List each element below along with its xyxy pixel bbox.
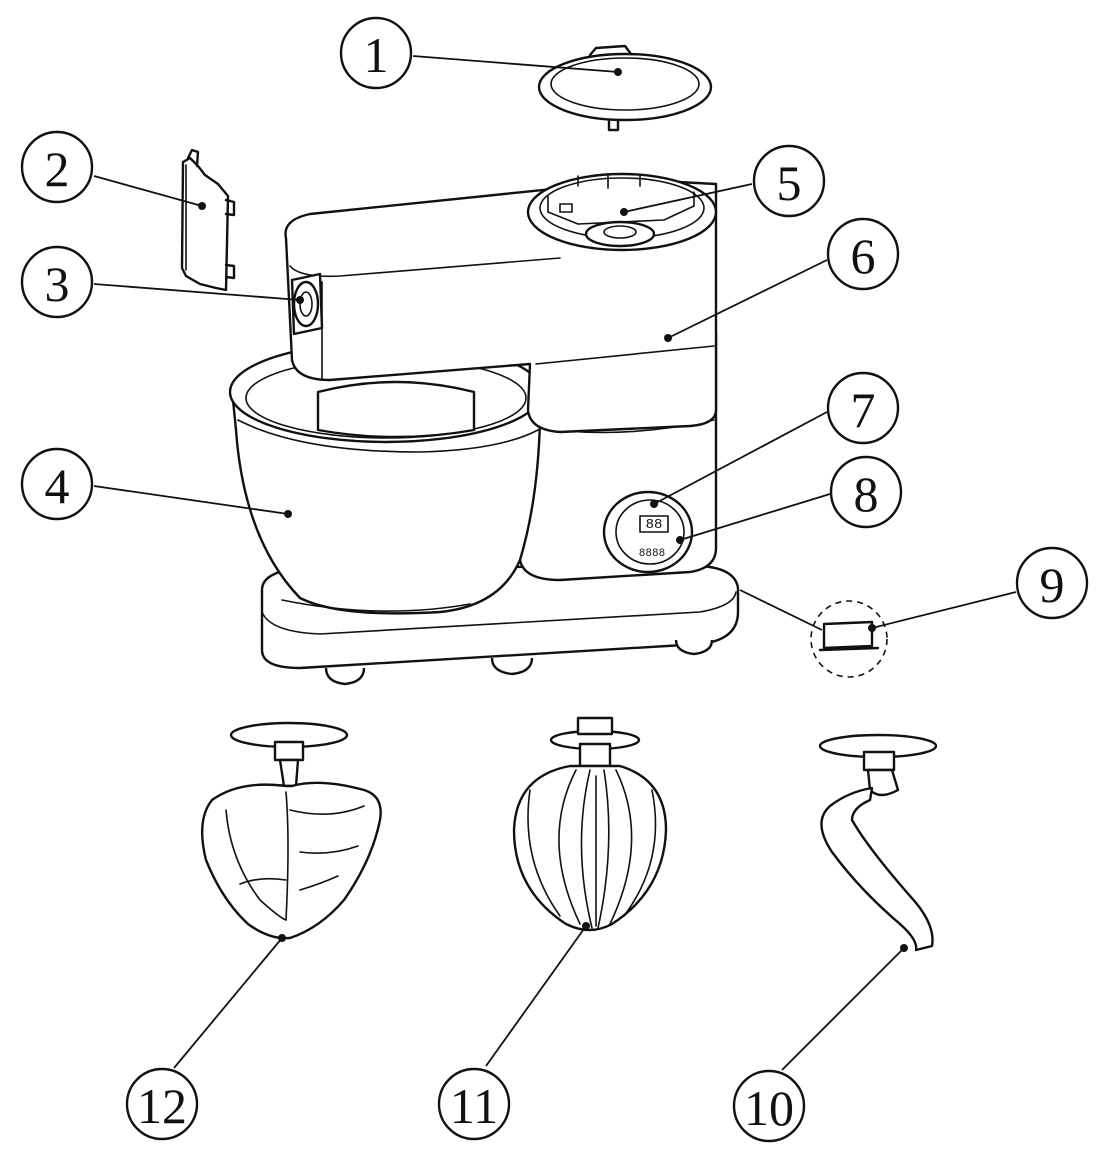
part-9-detail-inset bbox=[739, 589, 888, 678]
callout-7: 7 bbox=[826, 371, 900, 445]
callout-6-label: 6 bbox=[851, 228, 876, 284]
callout-9: 9 bbox=[1015, 546, 1089, 620]
callout-11: 11 bbox=[437, 1067, 511, 1141]
part-3-knob bbox=[290, 272, 324, 336]
callout-5-label: 5 bbox=[777, 155, 802, 211]
callout-10-label: 10 bbox=[744, 1080, 794, 1136]
callout-3-label: 3 bbox=[45, 256, 70, 312]
part-7-8-control-panel: 88 8888 bbox=[602, 490, 694, 574]
callout-7-label: 7 bbox=[851, 382, 876, 438]
part-12-flat-beater bbox=[201, 721, 382, 940]
callout-2-label: 2 bbox=[45, 141, 70, 197]
leader-lines bbox=[93, 55, 1017, 1071]
part-10-dough-hook bbox=[818, 733, 938, 952]
part-2-side-cover bbox=[180, 148, 236, 292]
callout-10: 10 bbox=[732, 1069, 806, 1143]
display-digits-small: 8888 bbox=[639, 548, 665, 560]
part-1-lid bbox=[537, 44, 713, 132]
callout-8: 8 bbox=[829, 455, 903, 529]
display-digits: 88 bbox=[646, 517, 663, 533]
callout-1: 1 bbox=[339, 16, 413, 90]
callout-1-label: 1 bbox=[364, 27, 389, 83]
part-5-drive-socket bbox=[547, 175, 695, 248]
callout-11-label: 11 bbox=[450, 1078, 498, 1134]
callout-5: 5 bbox=[752, 144, 826, 218]
callout-3: 3 bbox=[20, 245, 94, 319]
callout-2: 2 bbox=[20, 130, 94, 204]
callout-4: 4 bbox=[20, 447, 94, 521]
callout-6: 6 bbox=[826, 217, 900, 291]
part-11-whisk bbox=[512, 716, 668, 932]
callout-12-label: 12 bbox=[137, 1078, 187, 1134]
callout-4-label: 4 bbox=[45, 458, 70, 514]
callout-9-label: 9 bbox=[1040, 557, 1065, 613]
callout-8-label: 8 bbox=[854, 466, 879, 522]
callout-12: 12 bbox=[125, 1067, 199, 1141]
